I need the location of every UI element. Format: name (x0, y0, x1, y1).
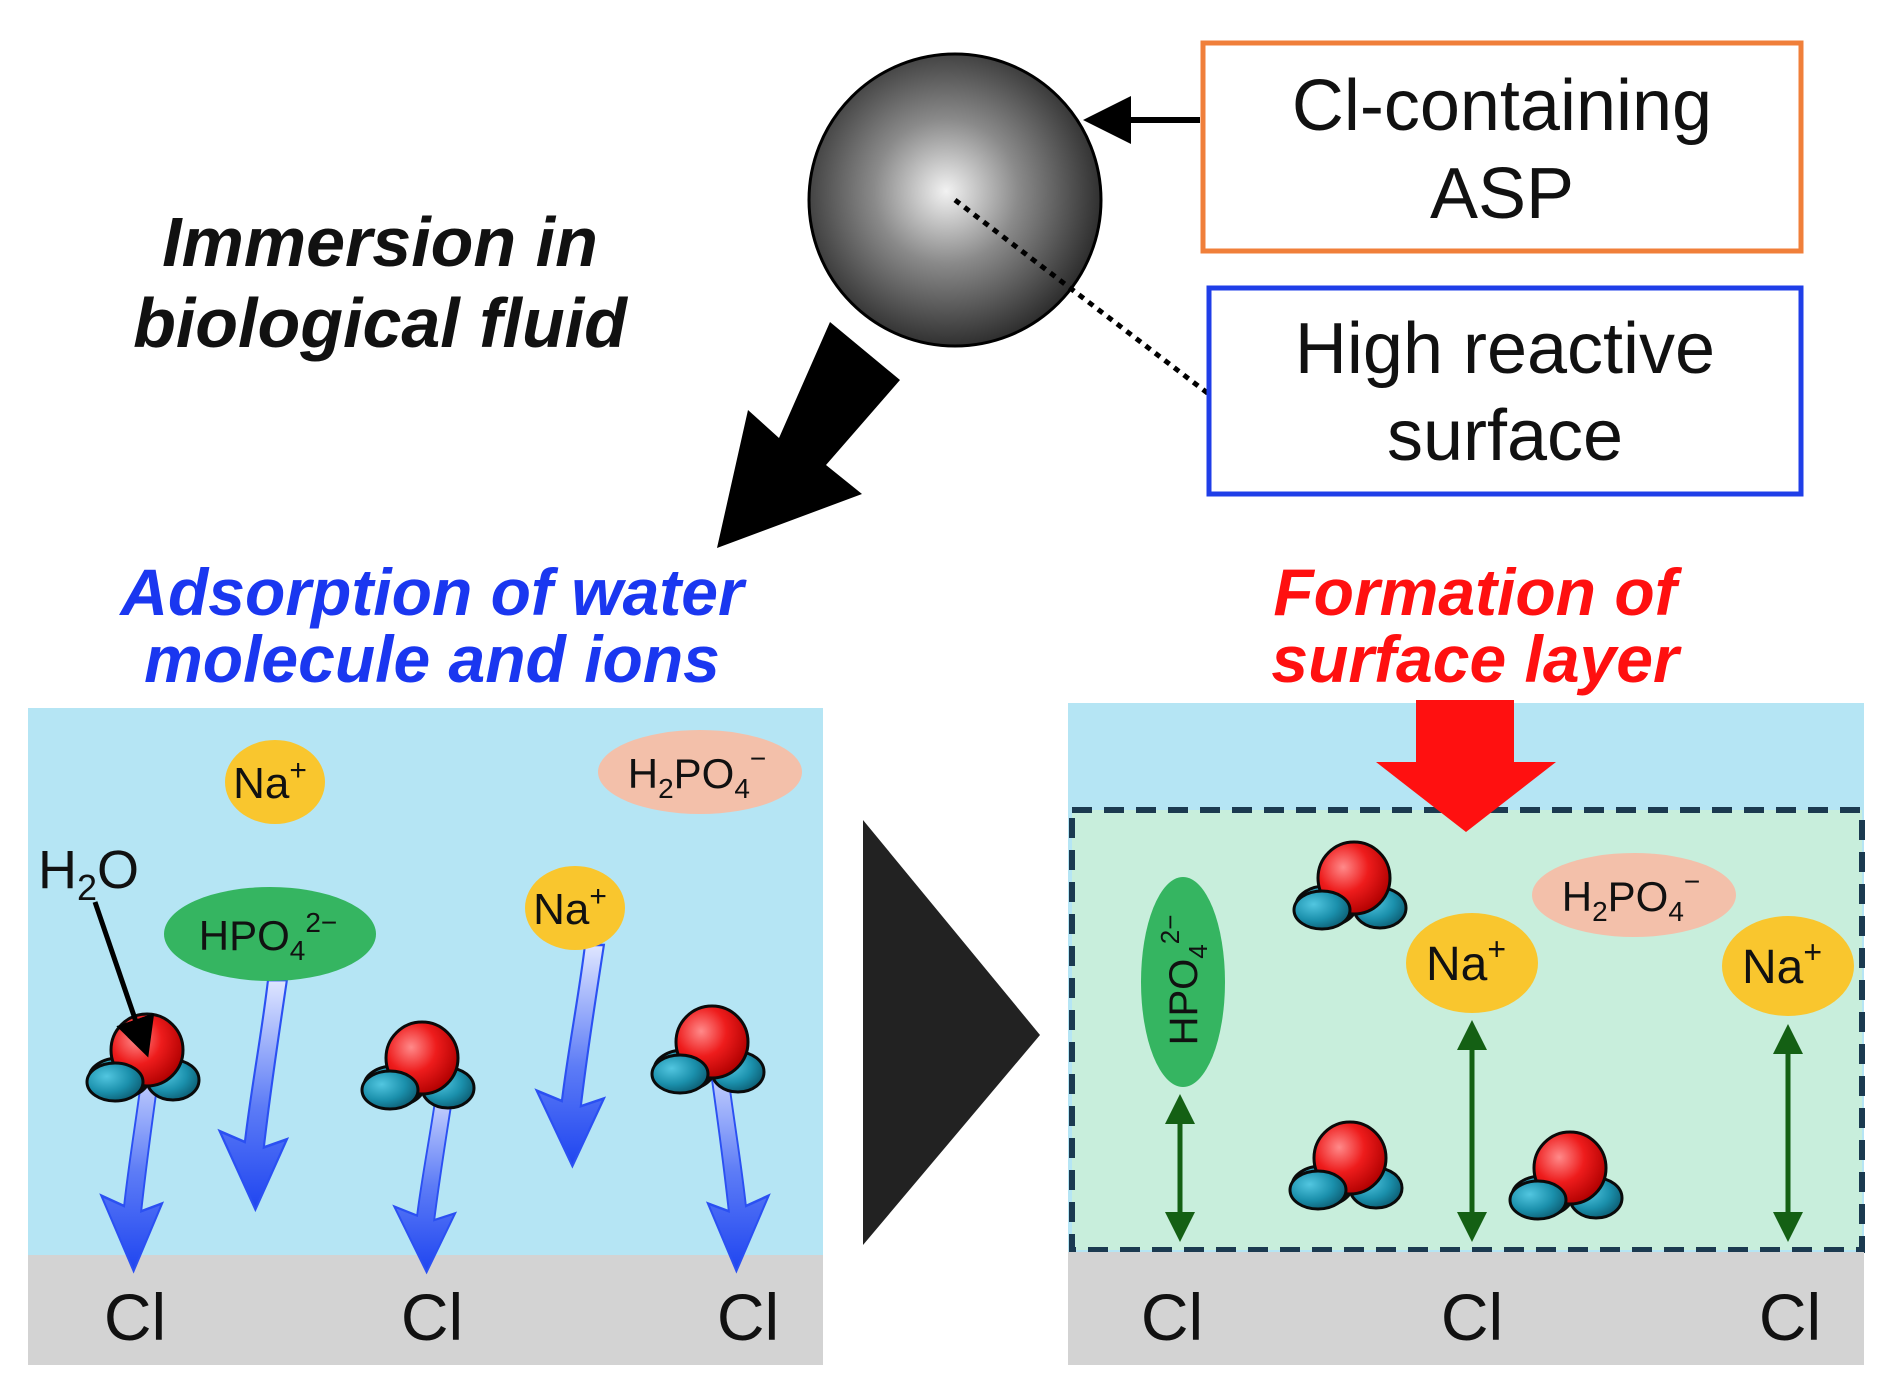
hpo-text: HPO (1162, 959, 1206, 1046)
h2o-label: H2O (38, 840, 139, 908)
na-charge: + (289, 754, 307, 787)
progress-triangle (863, 820, 1040, 1245)
hpo-text: HPO (199, 912, 290, 959)
h2po4-ion-left-label: H2PO4− (628, 743, 767, 804)
formation-arrow (1376, 700, 1556, 832)
sub-2: 2 (77, 867, 97, 908)
na-charge: + (1487, 931, 1506, 967)
na-ion-right-2 (1722, 916, 1854, 1016)
na-ion-left-1-label: Na+ (233, 754, 307, 808)
charge: − (1684, 866, 1700, 897)
adsorption-heading-line1: Adsorption of water (118, 555, 747, 629)
h-text: H (1562, 873, 1592, 920)
na-text: Na (1426, 938, 1488, 991)
h2po4-ion-right (1532, 853, 1736, 937)
cl-site-right-2: Cl (1441, 1280, 1503, 1354)
left-panel: Na+ Na+ H2PO4− HPO42− H2O Cl Cl Cl (28, 708, 823, 1365)
h-text: H (38, 840, 77, 900)
hpo4-ion-left-label: HPO42− (199, 907, 338, 966)
cl-site-left-2: Cl (401, 1280, 463, 1354)
hpo4-ion-left (164, 887, 376, 981)
charge: 2− (305, 907, 337, 938)
na-text: Na (1742, 941, 1804, 994)
h2po4-ion-right-label: H2PO4− (1562, 866, 1701, 927)
dotted-pointer-surface (953, 198, 1212, 397)
formation-heading-line2: surface layer (1271, 622, 1682, 696)
cl-site-right-3: Cl (1759, 1280, 1821, 1354)
immersion-label-line1: Immersion in (162, 203, 598, 281)
na-ion-right-1 (1406, 913, 1538, 1013)
hpo4-ion-right-label: HPO42− (1155, 915, 1213, 1046)
na-ion-left-1 (225, 740, 325, 824)
sub-4: 4 (734, 773, 750, 804)
right-panel: HPO42− H2PO4− Na+ Na+ Cl Cl Cl (1068, 700, 1865, 1365)
hpo4-ion-right (1141, 877, 1225, 1087)
na-ion-left-2 (525, 866, 625, 950)
charge: 2− (1155, 915, 1185, 945)
na-ion-left-2-label: Na+ (533, 880, 607, 934)
right-substrate (1068, 1252, 1864, 1365)
na-text: Na (533, 885, 590, 934)
asp-label-line1: Cl-containing (1292, 66, 1712, 146)
h2o-pointer-arrow (92, 901, 155, 1058)
na-ion-right-2-label: Na+ (1742, 934, 1822, 994)
po-text: PO (674, 750, 735, 797)
asp-label-line2: ASP (1430, 154, 1574, 234)
surface-label-line1: High reactive (1295, 309, 1715, 389)
left-substrate (28, 1255, 823, 1365)
sub-2: 2 (1592, 896, 1608, 927)
na-ion-right-1-label: Na+ (1426, 931, 1506, 991)
immersion-arrow (717, 322, 900, 548)
po-text: PO (1608, 873, 1669, 920)
h2po4-ion-left (598, 730, 802, 814)
cl-site-left-3: Cl (717, 1280, 779, 1354)
sub-4: 4 (1183, 944, 1213, 958)
surface-label-line2: surface (1387, 396, 1623, 476)
h-text: H (628, 750, 658, 797)
na-text: Na (233, 759, 290, 808)
sub-2: 2 (658, 773, 674, 804)
adsorption-heading-line2: molecule and ions (144, 622, 720, 696)
na-charge: + (1803, 934, 1822, 970)
asp-label-box (1200, 40, 1804, 254)
o-text: O (97, 840, 139, 900)
sub-4: 4 (1668, 896, 1684, 927)
sub-4: 4 (290, 935, 306, 966)
formation-heading-line1: Formation of (1273, 555, 1682, 629)
cl-site-right-1: Cl (1141, 1280, 1203, 1354)
cl-site-left-1: Cl (104, 1280, 166, 1354)
surface-label-box (1206, 285, 1804, 497)
charge: − (750, 743, 766, 774)
immersion-label-line2: biological fluid (133, 284, 628, 362)
na-charge: + (589, 880, 607, 913)
